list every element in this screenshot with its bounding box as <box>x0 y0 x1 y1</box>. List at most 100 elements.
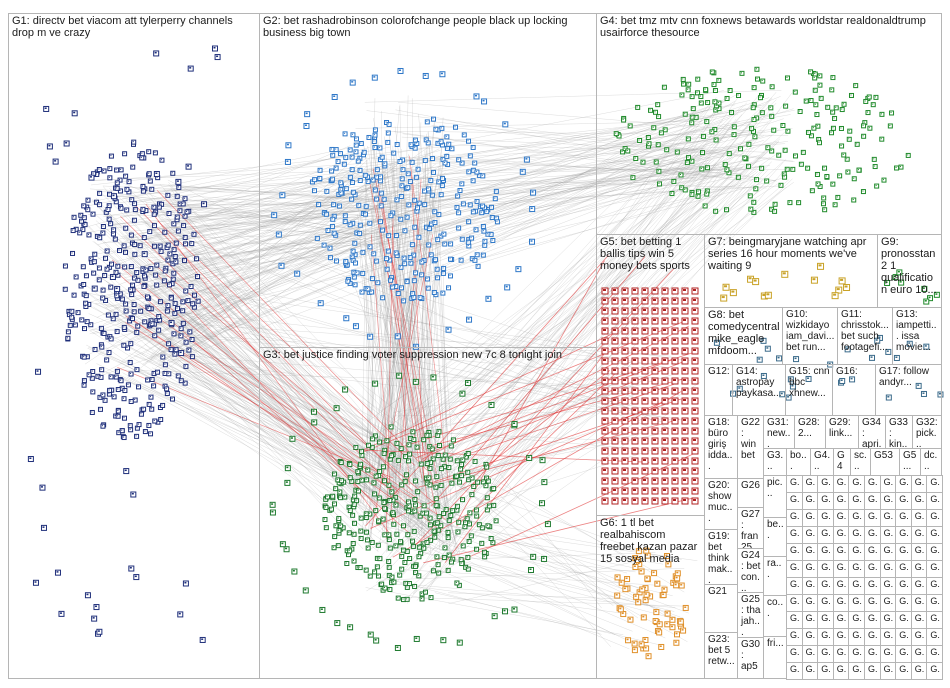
tiny-group-cell[interactable]: G... <box>879 645 897 663</box>
group-panel-small-4[interactable]: sc... <box>850 448 871 476</box>
tiny-group-cell[interactable]: G... <box>895 662 912 680</box>
tiny-group-cell[interactable]: G... <box>879 628 897 646</box>
tiny-group-cell[interactable]: G... <box>801 662 819 680</box>
tiny-group-cell[interactable]: G... <box>786 628 803 646</box>
group-panel-g20[interactable]: G20: show muc... <box>704 478 738 530</box>
tiny-group-cell[interactable]: G... <box>910 509 928 527</box>
tiny-group-cell[interactable]: G... <box>864 594 881 612</box>
tiny-group-cell[interactable]: G... <box>817 577 834 595</box>
tiny-group-cell[interactable]: G... <box>801 475 819 493</box>
tiny-group-cell[interactable]: G... <box>864 611 881 629</box>
tiny-group-cell[interactable]: G... <box>786 492 803 510</box>
tiny-group-cell[interactable]: G... <box>801 526 819 544</box>
tiny-group-cell[interactable]: G... <box>910 662 928 680</box>
group-panel-g28[interactable]: G28: 2... <box>794 415 826 449</box>
tiny-group-cell[interactable]: G... <box>926 611 943 629</box>
tiny-group-cell[interactable]: G... <box>832 560 850 578</box>
group-panel-g13[interactable]: G13: iampetti... issa movie... <box>892 307 942 365</box>
tiny-group-cell[interactable]: G... <box>848 594 865 612</box>
tiny-group-cell[interactable]: G... <box>879 543 897 561</box>
tiny-group-cell[interactable]: G... <box>786 543 803 561</box>
tiny-group-cell[interactable]: G... <box>832 662 850 680</box>
tiny-group-cell[interactable]: G... <box>926 492 943 510</box>
group-panel-g16[interactable]: G16: <box>832 364 876 416</box>
tiny-group-cell[interactable]: G... <box>879 577 897 595</box>
tiny-group-cell[interactable]: G... <box>926 543 943 561</box>
tiny-group-cell[interactable]: G... <box>832 543 850 561</box>
tiny-group-cell[interactable]: G... <box>817 594 834 612</box>
tiny-group-cell[interactable]: G... <box>864 492 881 510</box>
tiny-group-cell[interactable]: G... <box>895 628 912 646</box>
tiny-group-cell[interactable]: G... <box>817 526 834 544</box>
group-panel-g18[interactable]: G18: büro giriş idda... <box>704 415 738 479</box>
tiny-group-cell[interactable]: G... <box>848 611 865 629</box>
tiny-group-cell[interactable]: G... <box>832 526 850 544</box>
tiny-group-cell[interactable]: G... <box>864 628 881 646</box>
group-panel-g15[interactable]: G15: cnn bbc xhnew... <box>785 364 833 416</box>
group-panel-g53[interactable]: G53 <box>870 448 900 476</box>
tiny-group-cell[interactable]: G... <box>926 577 943 595</box>
tiny-group-cell[interactable]: G... <box>895 509 912 527</box>
tiny-group-cell[interactable]: G... <box>864 543 881 561</box>
tiny-group-cell[interactable]: G... <box>910 594 928 612</box>
tiny-group-cell[interactable]: G... <box>832 492 850 510</box>
group-panel-g50[interactable]: G5... <box>899 448 921 476</box>
tiny-group-cell[interactable]: G... <box>817 560 834 578</box>
tiny-group-cell[interactable]: G... <box>801 645 819 663</box>
tiny-group-cell[interactable]: G... <box>895 543 912 561</box>
tiny-group-cell[interactable]: G... <box>786 611 803 629</box>
group-panel-g34[interactable]: G34: apri... <box>858 415 886 449</box>
tiny-group-cell[interactable]: G... <box>879 611 897 629</box>
tiny-group-cell[interactable]: G... <box>786 594 803 612</box>
tiny-group-cell[interactable]: G... <box>848 543 865 561</box>
group-panel-g21[interactable]: G21 <box>704 584 738 633</box>
group-panel-g27[interactable]: G27: fran 25... <box>737 507 764 549</box>
group-panel-g17[interactable]: G17: follow andyr... <box>875 364 942 416</box>
tiny-group-cell[interactable]: G... <box>817 662 834 680</box>
group-panel-g29[interactable]: G29: link... <box>825 415 859 449</box>
tiny-group-cell[interactable]: G... <box>848 492 865 510</box>
tiny-group-cell[interactable]: G... <box>910 492 928 510</box>
group-panel-g7[interactable]: G7: beingmaryjane watching apr series 16… <box>704 234 878 308</box>
tiny-group-cell[interactable]: G... <box>895 475 912 493</box>
tiny-group-cell[interactable]: G... <box>910 560 928 578</box>
tiny-group-cell[interactable]: G... <box>817 628 834 646</box>
group-panel-small-3[interactable]: G4 <box>833 448 851 476</box>
tiny-group-cell[interactable]: G... <box>786 560 803 578</box>
tiny-group-cell[interactable]: G... <box>832 611 850 629</box>
group-panel-g40[interactable]: G4... <box>810 448 834 476</box>
group-panel-g31[interactable]: G31: new... <box>763 415 795 449</box>
tiny-group-cell[interactable]: G... <box>895 577 912 595</box>
group-panel-small-9[interactable]: co... <box>763 595 787 637</box>
tiny-group-cell[interactable]: G... <box>895 526 912 544</box>
group-panel-g3[interactable]: G3: bet justice finding voter suppressio… <box>259 347 597 679</box>
tiny-group-cell[interactable]: G... <box>848 509 865 527</box>
tiny-group-cell[interactable]: G... <box>879 475 897 493</box>
group-panel-g12[interactable]: G12: <box>704 364 733 416</box>
tiny-group-cell[interactable]: G... <box>879 662 897 680</box>
tiny-group-cell[interactable]: G... <box>910 628 928 646</box>
tiny-group-cell[interactable]: G... <box>926 594 943 612</box>
tiny-group-cell[interactable]: G... <box>848 577 865 595</box>
group-panel-small-10[interactable]: fri... <box>763 636 787 679</box>
group-panel-g10[interactable]: G10: wizkidayo iam_davi... bet run... <box>782 307 838 365</box>
group-panel-g6[interactable]: G6: 1 tl bet realbahiscom freebet kazan … <box>596 515 705 679</box>
group-panel-small-5[interactable]: dc... <box>920 448 942 476</box>
tiny-group-cell[interactable]: G... <box>832 509 850 527</box>
group-panel-g1[interactable]: G1: directv bet viacom att tylerperry ch… <box>8 13 260 679</box>
tiny-group-cell[interactable]: G... <box>910 526 928 544</box>
tiny-group-cell[interactable]: G... <box>926 645 943 663</box>
tiny-group-cell[interactable]: G... <box>832 645 850 663</box>
tiny-group-cell[interactable]: G... <box>879 492 897 510</box>
tiny-group-cell[interactable]: G... <box>832 577 850 595</box>
tiny-group-cell[interactable]: G... <box>848 645 865 663</box>
group-panel-g4[interactable]: G4: bet tmz mtv cnn foxnews betawards wo… <box>596 13 942 235</box>
tiny-group-cell[interactable]: G... <box>926 509 943 527</box>
group-panel-g22[interactable]: G22: win bet <box>737 415 764 479</box>
tiny-group-cell[interactable]: G... <box>801 509 819 527</box>
group-panel-g26[interactable]: G26 <box>737 478 764 508</box>
tiny-group-cell[interactable]: G... <box>879 560 897 578</box>
tiny-group-cell[interactable]: G... <box>864 560 881 578</box>
tiny-group-cell[interactable]: G... <box>801 628 819 646</box>
tiny-group-cell[interactable]: G... <box>864 645 881 663</box>
